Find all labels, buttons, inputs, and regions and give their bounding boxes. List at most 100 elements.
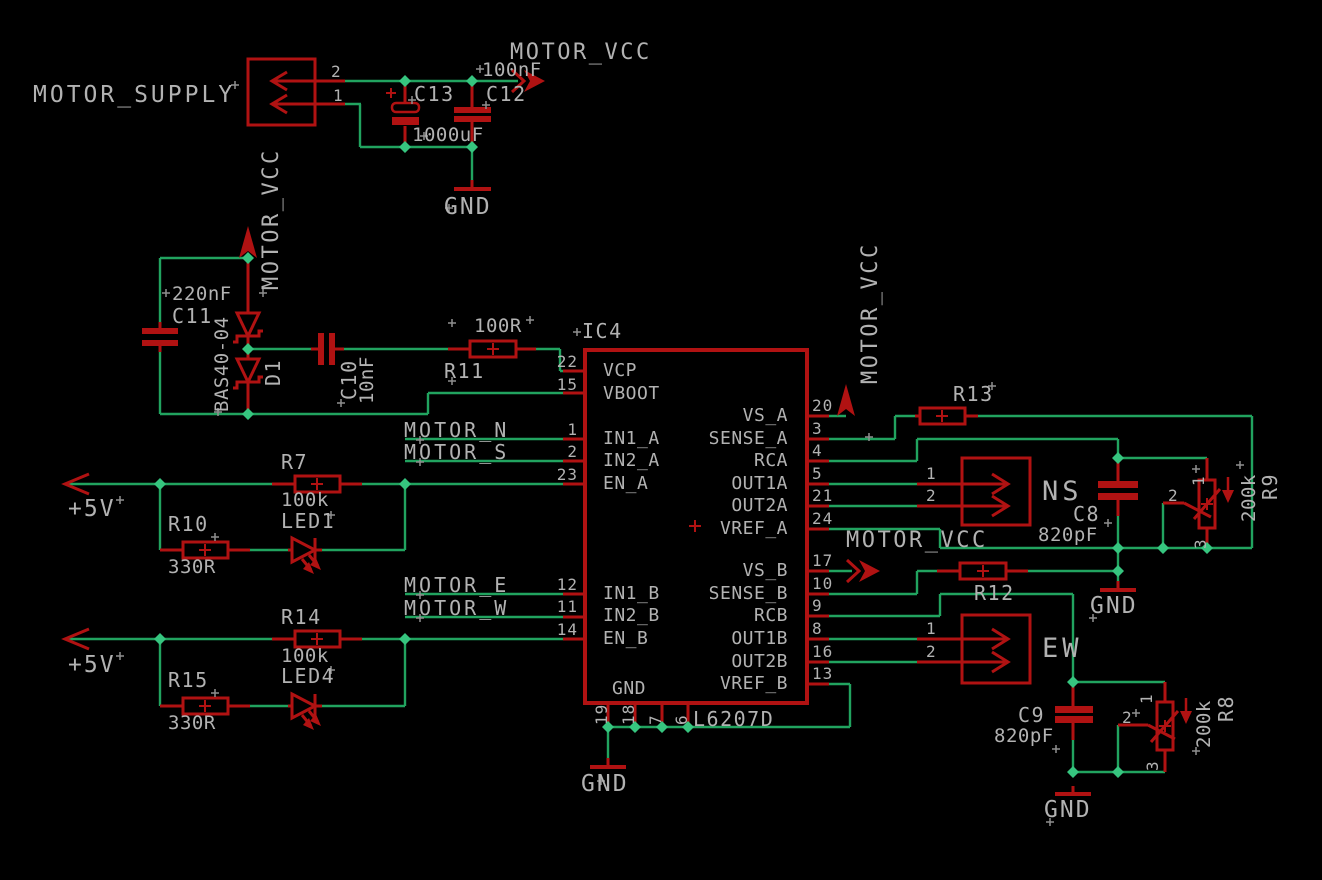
motor-vcc-arrow-vsb[interactable] <box>845 558 880 584</box>
ic4-pin-in2b: IN2_B <box>603 605 660 626</box>
net-label-motor-e: MOTOR_E <box>404 573 510 597</box>
r8-ref: R8 <box>1214 694 1238 722</box>
ic4-pin-vcp: VCP <box>603 360 638 381</box>
ic4-pin14-number: 14 <box>556 620 578 639</box>
motor-vcc-label-left: MOTOR_VCC <box>259 148 284 290</box>
gnd-symbol-mid-right[interactable] <box>1100 581 1136 592</box>
c10-capacitor[interactable] <box>311 333 344 365</box>
gnd-symbol-bottom-right[interactable] <box>1055 786 1091 796</box>
ic4-pin-enb: EN_B <box>603 628 649 649</box>
gnd-label-top: GND <box>444 194 492 220</box>
led4-symbol[interactable] <box>288 691 322 730</box>
r13-resistor[interactable] <box>915 406 978 426</box>
ic4-pin23-number: 23 <box>556 465 578 484</box>
c10-value: 10nF <box>356 356 378 404</box>
ic4-pin7-number: 7 <box>646 714 665 725</box>
ic4-pin8-number: 8 <box>812 619 823 638</box>
r9-ref: R9 <box>1258 472 1282 500</box>
r12-resistor[interactable] <box>937 561 1028 581</box>
c13-ref: C13 <box>414 82 455 106</box>
motor-vcc-arrow-top[interactable] <box>510 68 545 94</box>
ic4-pin10-number: 10 <box>812 574 834 593</box>
ic4-pin-gnd: GND <box>612 678 647 699</box>
c8-capacitor[interactable] <box>1098 458 1138 516</box>
ic4-pin4-number: 4 <box>812 441 823 460</box>
c9-capacitor[interactable] <box>1055 682 1093 740</box>
c12-ref: C12 <box>486 82 527 106</box>
plus5v-arrow-b[interactable] <box>61 627 90 651</box>
r10-value: 330R <box>168 556 216 578</box>
gnd-symbol-ic[interactable] <box>590 758 626 769</box>
r8-pin3-number: 3 <box>1143 761 1162 771</box>
gnd-label-bottom-right: GND <box>1044 797 1092 823</box>
ic4-pin-vboot: VBOOT <box>603 383 660 404</box>
led1-ref: LED1 <box>281 509 336 533</box>
ic4-pin-out1b: OUT1B <box>731 628 788 649</box>
plus5v-label-b: +5V <box>68 652 116 678</box>
origin-cross-gray <box>116 65 1244 826</box>
motor-supply-label: MOTOR_SUPPLY <box>33 82 236 108</box>
r9-potentiometer[interactable] <box>1163 458 1234 548</box>
r14-value: 100k <box>281 645 329 667</box>
r9-pin2-number: 2 <box>1168 486 1178 505</box>
ic4-pin16-number: 16 <box>812 642 834 661</box>
r8-potentiometer[interactable] <box>1118 682 1192 772</box>
led1-symbol[interactable] <box>288 535 322 574</box>
supply-pin1-number: 1 <box>333 86 344 105</box>
c11-value: 220nF <box>172 283 232 305</box>
r15-value: 330R <box>168 712 216 734</box>
ic4-pin-senseb: SENSE_B <box>708 583 788 604</box>
plus5v-arrow-a[interactable] <box>61 472 90 496</box>
r15-ref: R15 <box>168 668 209 692</box>
origin-cross-red <box>199 343 1213 732</box>
motor-vcc-label-right: MOTOR_VCC <box>858 242 883 384</box>
ic4-pin-out1a: OUT1A <box>731 473 788 494</box>
c11-capacitor[interactable] <box>142 322 178 352</box>
ic4-ref: IC4 <box>582 319 623 343</box>
motor-vcc-label-b: MOTOR_VCC <box>846 528 988 553</box>
r9-pin1-number: 1 <box>1189 476 1208 486</box>
motor-supply-connector[interactable] <box>246 57 345 127</box>
ic4-pin13-number: 13 <box>812 664 834 683</box>
ew-pin1-number: 1 <box>926 619 937 638</box>
d1-ref: D1 <box>261 358 285 386</box>
motor-vcc-arrow-left[interactable] <box>239 226 257 258</box>
ic4-pin-in2a: IN2_A <box>603 450 660 471</box>
r10-resistor[interactable] <box>160 540 250 560</box>
ew-connector[interactable] <box>917 613 1032 685</box>
r11-resistor[interactable] <box>448 339 536 359</box>
c11-ref: C11 <box>172 304 213 328</box>
r12-ref: R12 <box>974 581 1015 605</box>
ew-pin2-number: 2 <box>926 642 937 661</box>
r14-resistor[interactable] <box>272 629 362 649</box>
r8-value: 200k <box>1193 700 1215 748</box>
ic4-pin1-number: 1 <box>567 420 578 439</box>
ic4-pin19-number: 19 <box>592 703 611 725</box>
ic4-symbol[interactable] <box>563 348 829 727</box>
gnd-symbol-top[interactable] <box>454 180 491 191</box>
ic4-pin-vrefb: VREF_B <box>719 673 788 694</box>
wire-segments[interactable] <box>68 79 1254 774</box>
ns-connector-label: NS <box>1042 476 1083 507</box>
ic4-pin-vsb: VS_B <box>742 560 788 581</box>
net-label-motor-s: MOTOR_S <box>404 440 510 464</box>
ic4-pin22-number: 22 <box>556 352 578 371</box>
ic4-pin-vrefa: VREF_A <box>719 518 788 539</box>
ic4-pin24-number: 24 <box>812 509 834 528</box>
r15-resistor[interactable] <box>160 696 250 716</box>
ic4-pin-rca: RCA <box>753 450 788 471</box>
r7-resistor[interactable] <box>272 474 362 494</box>
ns-pin1-number: 1 <box>926 464 937 483</box>
ic4-pin-rcb: RCB <box>753 605 788 626</box>
motor-vcc-arrow-vsa[interactable] <box>837 384 855 416</box>
r13-ref: R13 <box>953 382 994 406</box>
ic4-pin15-number: 15 <box>556 375 578 394</box>
ns-pin2-number: 2 <box>926 486 937 505</box>
ic4-pin-in1b: IN1_B <box>603 583 660 604</box>
supply-pin2-number: 2 <box>331 62 342 81</box>
led4-ref: LED4 <box>281 664 336 688</box>
ns-connector[interactable] <box>917 456 1032 527</box>
c9-value: 820pF <box>994 725 1054 747</box>
plus5v-label-a: +5V <box>68 496 116 522</box>
ic4-pin17-number: 17 <box>812 551 834 570</box>
